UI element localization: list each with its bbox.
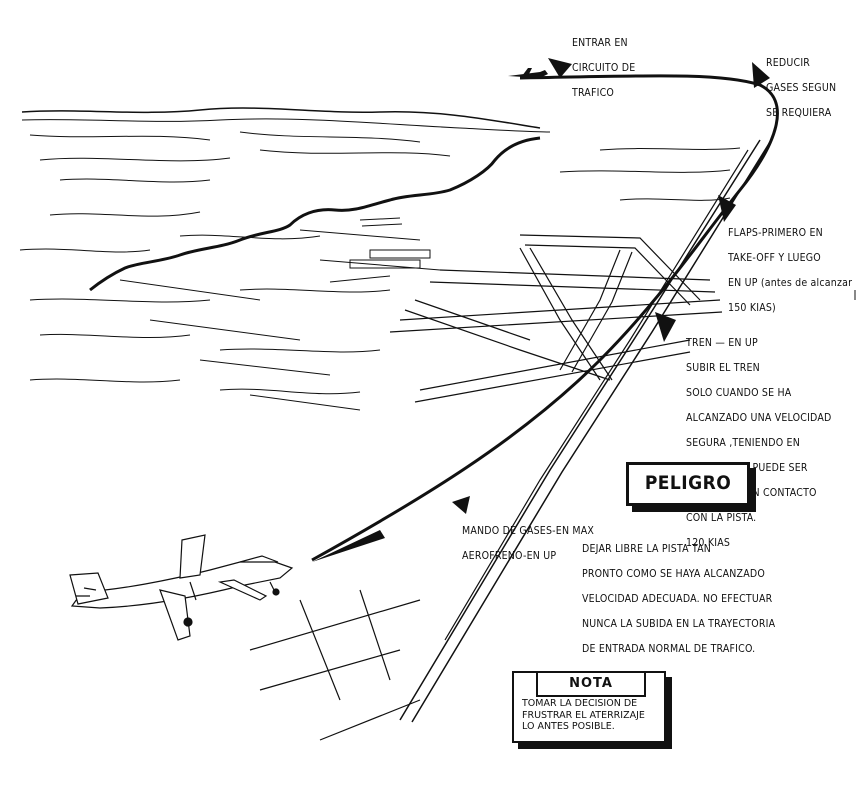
label-line: MANDO DE GASES-EN MAX — [462, 524, 595, 537]
label-line: TREN — EN UP — [686, 336, 758, 349]
hangars — [329, 217, 431, 283]
label-line: ALCANZADO UNA VELOCIDAD — [686, 411, 832, 424]
label-flaps: FLAPS-PRIMERO EN TAKE-OFF Y LUEGO EN UP … — [728, 214, 852, 327]
arrow-icon — [655, 312, 676, 342]
nota-line: FRUSTRAR EL ATERRIZAJE — [522, 709, 645, 721]
label-mando-gases: MANDO DE GASES-EN MAX AEROFRENO-EN UP — [462, 512, 594, 575]
label-line: TRAFICO — [572, 86, 615, 99]
label-line: GASES SEGUN — [766, 81, 837, 94]
flight-path-thick-start — [312, 530, 385, 562]
river — [89, 136, 541, 292]
label-line: 120 KIAS — [686, 536, 731, 549]
peligro-title: PELIGRO — [644, 472, 732, 494]
label-line: SE REQUIERA — [766, 106, 832, 119]
nota-line: LO ANTES POSIBLE. — [522, 721, 615, 732]
label-line: TAKE-OFF Y LUEGO — [728, 251, 821, 264]
distant-jet-icon — [508, 68, 548, 78]
arrow-icon — [718, 195, 736, 222]
nota-text: TOMAR LA DECISION DE FRUSTRAR EL ATERRIZ… — [522, 698, 645, 733]
label-line: SEGURA ,TENIENDO EN — [686, 436, 800, 449]
label-line: REDUCIR — [766, 56, 811, 69]
label-entrar-circuito: ENTRAR EN CIRCUITO DE TRAFICO — [572, 24, 635, 112]
label-tren: TREN — EN UP SUBIR EL TREN SOLO CUANDO S… — [686, 324, 831, 562]
label-reducir-gases: REDUCIR GASES SEGUN SE REQUIERA — [766, 44, 836, 132]
arrow-icon — [752, 62, 770, 88]
nota-line: TOMAR LA DECISION DE — [522, 698, 638, 709]
label-line: FLAPS-PRIMERO EN — [728, 226, 823, 239]
label-line: CON LA PISTA. — [686, 511, 757, 524]
label-line: DEJAR LIBRE LA PISTA TAN — [582, 542, 712, 555]
label-line: CIRCUITO DE — [572, 61, 636, 74]
label-line: SOLO CUANDO SE HA — [686, 386, 792, 399]
landscape — [19, 107, 741, 411]
arrow-icon — [452, 496, 470, 514]
label-line: SUBIR EL TREN — [686, 361, 760, 374]
label-line: DE ENTRADA NORMAL DE TRAFICO. — [582, 642, 756, 655]
label-line: 150 KIAS) — [728, 301, 776, 314]
label-line: NUNCA LA SUBIDA EN LA TRAYECTORIA — [582, 617, 776, 630]
nota-title: NOTA — [536, 671, 646, 697]
peligro-box: PELIGRO — [626, 462, 750, 506]
arrow-icon — [548, 58, 572, 78]
jet-aircraft-icon — [69, 534, 294, 641]
label-line: ENTRAR EN — [572, 36, 628, 49]
label-line: PRONTO COMO SE HAYA ALCANZADO — [582, 567, 765, 580]
label-line: EN UP (antes de alcanzar — [728, 276, 853, 289]
label-line: VELOCIDAD ADECUADA. NO EFECTUAR — [582, 592, 773, 605]
label-dejar-libre: DEJAR LIBRE LA PISTA TAN PRONTO COMO SE … — [582, 530, 775, 668]
nota-box: NOTA TOMAR LA DECISION DE FRUSTRAR EL AT… — [512, 671, 666, 743]
label-line: AEROFRENO-EN UP — [462, 549, 557, 562]
